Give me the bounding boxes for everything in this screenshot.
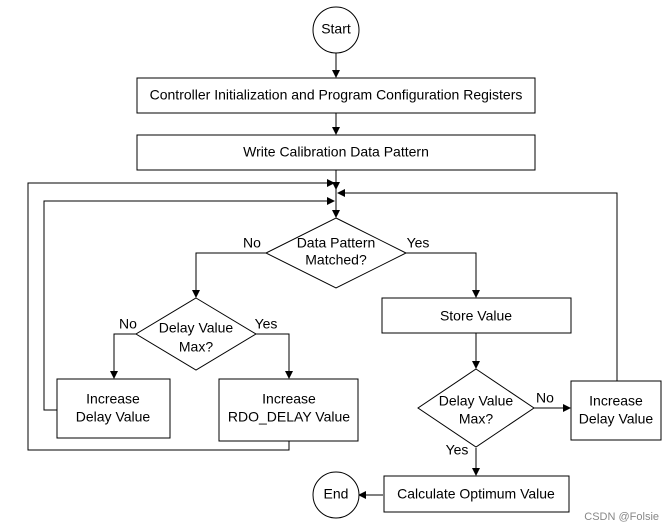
increase-delay-left-line1: Increase: [86, 391, 140, 407]
store-label: Store Value: [440, 308, 512, 324]
right-max-label-line2: Max?: [459, 411, 493, 427]
increase-rdo-line1: Increase: [262, 391, 316, 407]
left-max-label-line2: Max?: [179, 339, 213, 355]
init-label: Controller Initialization and Program Co…: [150, 87, 523, 103]
right-max-no-label: No: [536, 390, 554, 406]
left-max-no-label: No: [119, 316, 137, 332]
matched-label-line2: Matched?: [305, 252, 367, 268]
increase-delay-right-box: [570, 380, 662, 441]
increase-delay-left-process: Increase Delay Value: [56, 378, 171, 439]
calculate-box: [383, 475, 570, 513]
increase-delay-left-box: [56, 378, 171, 439]
write-label: Write Calibration Data Pattern: [243, 144, 429, 160]
increase-rdo-process: Increase RDO_DELAY Value: [218, 378, 359, 442]
edge-increase-delay-loop: [43, 197, 335, 411]
matched-no-label: No: [243, 235, 261, 251]
start-node: Start: [312, 6, 360, 54]
right-max-label-line1: Delay Value: [439, 393, 514, 409]
calculate-process: Calculate Optimum Value: [383, 475, 570, 513]
store-process: Store Value: [381, 297, 572, 334]
init-process: Controller Initialization and Program Co…: [136, 77, 536, 114]
increase-delay-right-line1: Increase: [589, 393, 643, 409]
matched-decision: Data Pattern Matched?: [264, 217, 408, 289]
start-circle: [312, 6, 360, 54]
write-box: [136, 134, 536, 171]
start-label: Start: [321, 21, 351, 37]
edge-matched-no: [192, 252, 266, 298]
right-max-decision: Delay Value Max?: [417, 368, 535, 448]
increase-delay-left-line2: Delay Value: [76, 409, 151, 425]
write-process: Write Calibration Data Pattern: [136, 134, 536, 171]
end-label: End: [324, 486, 349, 502]
edge-increase-rdo-loop: [27, 179, 335, 451]
matched-label-line1: Data Pattern: [297, 235, 376, 251]
end-node: End: [312, 471, 360, 519]
right-max-diamond: [417, 368, 535, 448]
left-max-yes-label: Yes: [255, 316, 278, 332]
increase-delay-right-process: Increase Delay Value: [570, 380, 662, 441]
edge-left-max-no: [110, 333, 136, 379]
connectors: [27, 53, 618, 499]
edge-matched-yes: [406, 252, 480, 298]
edge-left-max-yes: [256, 333, 293, 379]
init-box: [136, 77, 536, 114]
matched-yes-label: Yes: [407, 235, 430, 251]
matched-diamond: [264, 217, 408, 289]
increase-delay-right-line2: Delay Value: [579, 411, 654, 427]
calculate-label: Calculate Optimum Value: [397, 486, 555, 502]
left-max-decision: Delay Value Max?: [135, 297, 257, 371]
increase-rdo-box: [218, 378, 359, 442]
store-box: [381, 297, 572, 334]
left-max-diamond: [135, 297, 257, 371]
increase-rdo-line2: RDO_DELAY Value: [228, 409, 350, 425]
watermark: CSDN @Folsie: [584, 511, 659, 523]
edge-right-increase-loop: [337, 189, 618, 381]
left-max-label-line1: Delay Value: [159, 320, 234, 336]
right-max-yes-label: Yes: [446, 442, 469, 458]
end-circle: [312, 471, 360, 519]
